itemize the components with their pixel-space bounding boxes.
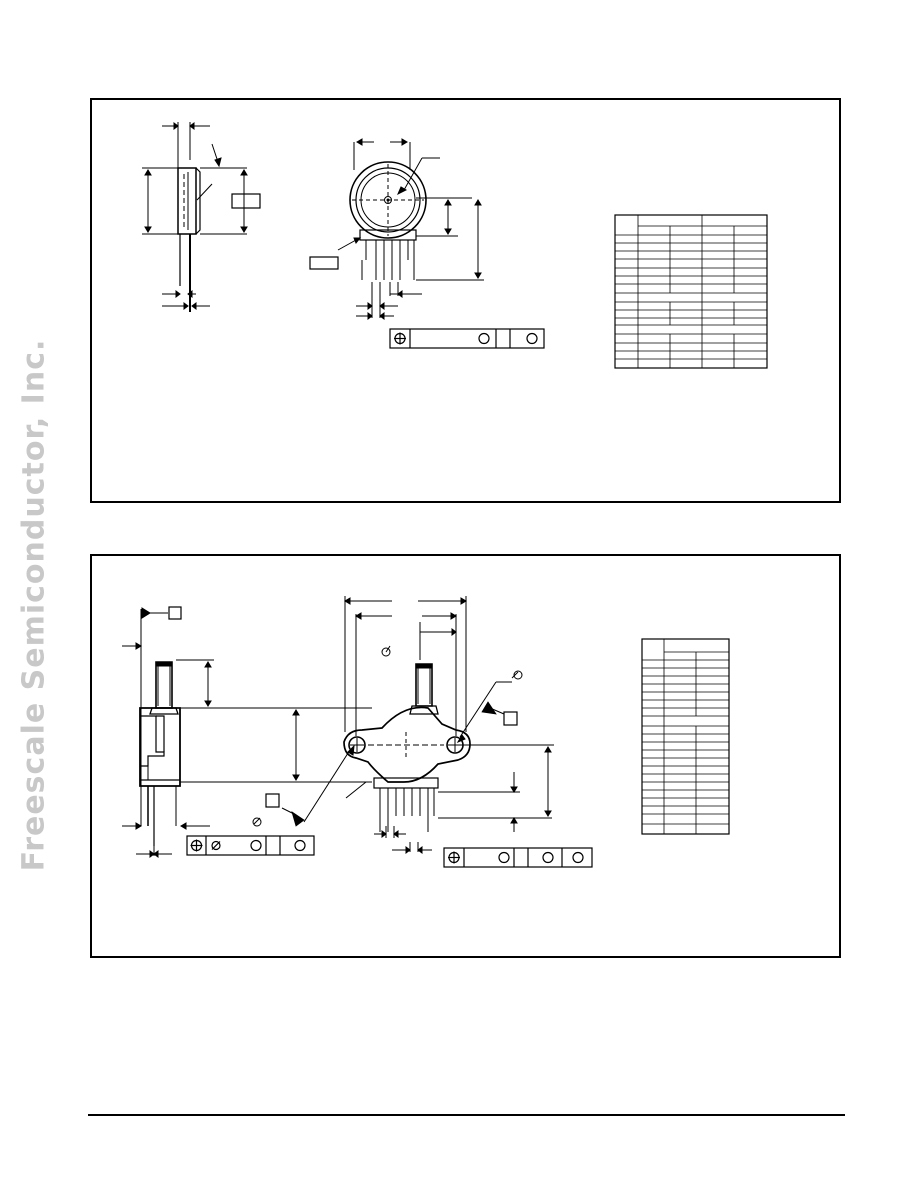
case-outline-drawing-1: [90, 98, 841, 503]
case-outline-drawing-2: [90, 554, 841, 958]
side-view: [142, 122, 261, 312]
front-view: [309, 138, 484, 320]
front-view-2: [252, 596, 554, 854]
footer-rule: [88, 1114, 845, 1116]
vertical-watermark: Freescale Semiconductor, Inc.: [16, 338, 52, 872]
feature-control-frame-2b: [443, 847, 593, 868]
case-2-svg: [122, 596, 730, 868]
feature-control-frame-2a: [186, 835, 315, 856]
dimension-table-1: [614, 214, 768, 369]
feature-control-frame-1: [389, 328, 545, 349]
side-view-2: [122, 606, 372, 858]
case-1-svg: [142, 122, 768, 369]
dimension-table-2: [641, 638, 730, 835]
